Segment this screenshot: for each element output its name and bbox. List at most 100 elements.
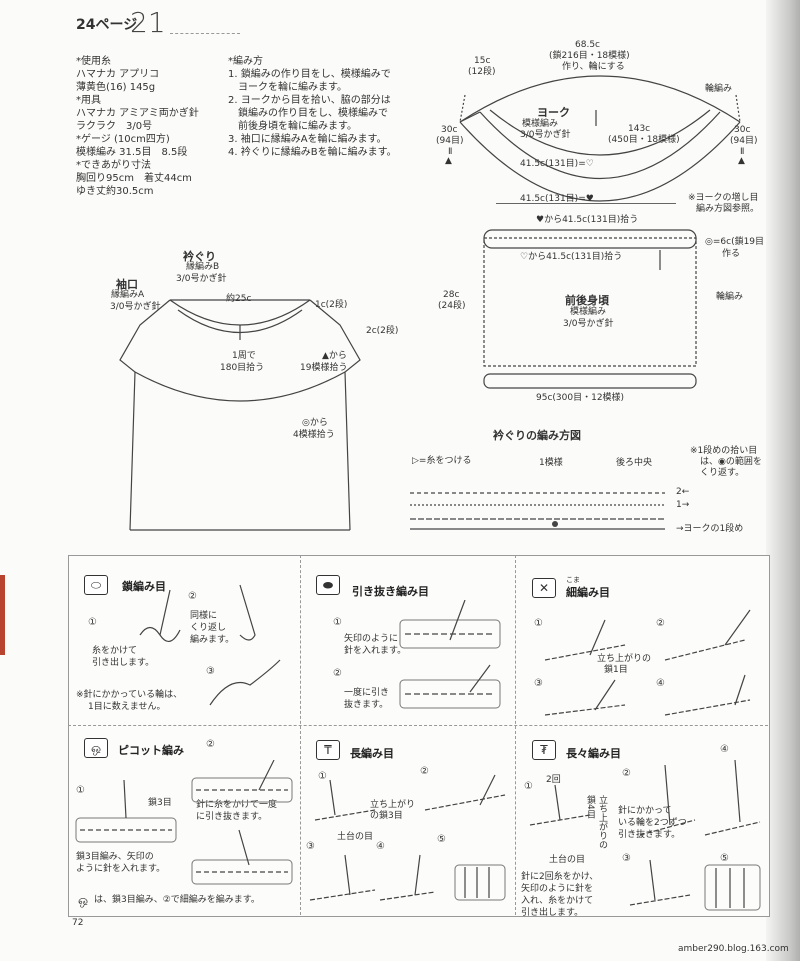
- chain-illustration: [139, 584, 281, 706]
- slip-text4: 抜きます。: [344, 700, 389, 710]
- slip-step1: ①: [333, 617, 342, 628]
- tr-step4: ④: [720, 744, 729, 755]
- picot-text3: 鎖3目編み、矢印の: [76, 852, 154, 862]
- slip-text2: 針を入れます。: [344, 646, 407, 656]
- chain-text2: 引き出します。: [92, 658, 155, 668]
- yoke-round-label: 輪編み: [705, 84, 733, 94]
- materials-line: *ゲージ (10cm四方): [76, 134, 170, 145]
- yoke-top-stitches: (鎖216目・18模様): [549, 51, 630, 61]
- collar-chart-note1: ※1段めの拾い目: [690, 446, 758, 456]
- collar-chart-center: 後ろ中央: [616, 458, 653, 468]
- dc-title: 長編み目: [350, 747, 394, 760]
- slip-illustration: [399, 600, 501, 709]
- assembly-pickup: 1周で: [232, 351, 256, 361]
- chain-title: 鎖編み目: [122, 580, 166, 593]
- collar-pattern: 縁編みB: [186, 262, 220, 272]
- body-diagram: [483, 229, 697, 389]
- single-step3: ③: [534, 678, 543, 689]
- yoke-diagram: [459, 75, 741, 202]
- method-line: 1. 鎖編みの作り目をし、模様編みで: [228, 69, 391, 80]
- method-line: 3. 袖口に縁編みAを輪に編みます。: [228, 134, 387, 145]
- body-title: 前後身頃: [565, 294, 609, 307]
- tr-r3: 立ち上がりの: [597, 795, 607, 849]
- dc-step4: ④: [376, 841, 385, 852]
- yoke-top-measure: 68.5c: [575, 40, 600, 50]
- technique-panel: [68, 555, 770, 917]
- page-number: 72: [72, 918, 84, 928]
- yoke-side-right-rows: (94目): [730, 136, 758, 146]
- chain-symbol-icon: ⬭: [84, 575, 108, 595]
- picot-text4: ように針を入れます。: [76, 864, 166, 874]
- dc-illustration: [309, 774, 506, 901]
- collar-chart-legend: ▷=糸をつける: [412, 456, 472, 466]
- collar-chart-note2: は、◉の範囲を: [700, 457, 762, 467]
- body-bottom: 95c(300目・12模様): [536, 393, 625, 403]
- chain-text5: 編みます。: [190, 635, 235, 645]
- yoke-inner1: 41.5c(131目)=♡: [520, 159, 594, 169]
- single-crochet-symbol-icon: ✕: [532, 578, 556, 598]
- collar-chart-title: 衿ぐりの編み方図: [493, 429, 581, 442]
- yoke-note2: 編み方図参照。: [696, 204, 760, 214]
- cuff-title: 袖口: [116, 278, 138, 291]
- single-text1: 立ち上がりの: [597, 654, 652, 664]
- collar-hook: 3/0号かぎ針: [176, 274, 227, 284]
- header-rule: [170, 33, 240, 34]
- tr-text5: 針に2回糸をかけ、: [521, 872, 599, 882]
- picot-illustration: [75, 760, 293, 885]
- materials-line: ハマナカ アプリコ: [76, 69, 160, 80]
- tr-r1: 2回: [546, 775, 561, 785]
- picot-symbol-icon: ஒ: [84, 738, 108, 758]
- yoke-inner2: 41.5c(131目)=♥: [520, 194, 594, 204]
- panel-divider-v1: [300, 555, 301, 915]
- collar-title: 衿ぐり: [183, 250, 216, 263]
- page-reference: 24ページ: [76, 17, 138, 33]
- dc-step2: ②: [420, 766, 429, 777]
- tr-illustration: [529, 760, 761, 911]
- double-crochet-symbol-icon: ₸: [316, 740, 340, 760]
- slip-text3: 一度に引き: [344, 688, 390, 698]
- method-line: 4. 衿ぐりに縁編みBを輪に編みます。: [228, 147, 397, 158]
- collar-chart-note3: くり返す。: [700, 468, 745, 478]
- materials-line: ハマナカ アミアミ両かぎ針: [76, 108, 199, 119]
- body-side-right2: 作る: [722, 249, 741, 259]
- chain-note1: ※針にかかっている輪は、: [76, 690, 183, 700]
- materials-line: *用具: [76, 95, 101, 106]
- slip-title: 引き抜き編み目: [352, 585, 429, 598]
- tr-text6: 矢印のように針を: [521, 884, 594, 894]
- yoke-side-left: 30c: [441, 125, 458, 135]
- method-line: 鎖編みの作り目をし、模様編みで: [228, 108, 388, 119]
- tr-text3: 引き抜きます。: [618, 830, 681, 840]
- materials-block: *使用糸 ハマナカ アプリコ 薄黄色(16) 145g *用具 ハマナカ アミア…: [76, 55, 199, 198]
- picot-step1: ①: [76, 785, 85, 796]
- assembly-width: 約25c: [226, 294, 252, 304]
- body-pattern: 模様編み: [570, 307, 607, 317]
- assembly-tri2: 19模様拾う: [300, 363, 348, 373]
- tr-step1: ①: [524, 781, 533, 792]
- materials-line: *使用糸: [76, 56, 111, 67]
- yoke-inner2-line: [496, 203, 676, 204]
- tr-step3: ③: [622, 853, 631, 864]
- collar-chart-repeat: 1模様: [539, 458, 563, 468]
- yoke-side-mark: Ⅱ: [448, 147, 453, 157]
- body-side-right: ◎=6c(鎖19目: [705, 237, 765, 247]
- yoke-left-top-rows: (12段): [468, 67, 496, 77]
- sweater-outline: [119, 299, 361, 531]
- assembly-pickup2: 180目拾う: [220, 363, 265, 373]
- materials-line: ラクラク 3/0号: [76, 121, 153, 132]
- yoke-side-right: 30c: [734, 125, 751, 135]
- body-height: 28c: [443, 290, 460, 300]
- chain-step2: ②: [188, 591, 197, 602]
- assembly-circ2: 4模様拾う: [293, 430, 335, 440]
- tr-step5: ⑤: [720, 853, 729, 864]
- yoke-hook: 3/0号かぎ針: [520, 130, 571, 140]
- yoke-bottom: 143c: [628, 124, 651, 134]
- assembly-tri1: ▲から: [322, 351, 347, 361]
- cuff-hook: 3/0号かぎ針: [110, 302, 161, 312]
- collar-chart-row2: 2←: [676, 487, 690, 497]
- materials-line: 薄黄色(16) 145g: [76, 82, 156, 93]
- picot-text1: 針に糸をかけて一度: [196, 800, 278, 810]
- tr-text4: 土台の目: [549, 855, 586, 865]
- tr-text2: いる輪を2つずつ: [618, 818, 687, 828]
- single-title: 細編み目: [566, 586, 610, 599]
- tr-text7: 入れ、糸をかけて: [521, 896, 594, 906]
